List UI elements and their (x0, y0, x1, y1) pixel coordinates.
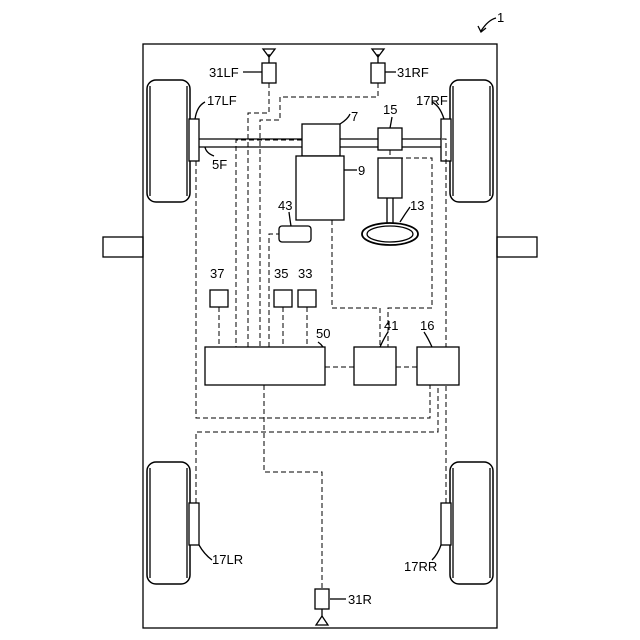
label-9: 9 (358, 163, 365, 178)
transmission-block (296, 156, 344, 220)
engine-block (302, 124, 340, 156)
sensor-31rf (371, 49, 385, 83)
sensor-31r (315, 589, 329, 625)
tire-front-right (450, 80, 493, 202)
label-17lf: 17LF (207, 93, 237, 108)
wheel-sensor-front-left (189, 119, 199, 161)
left-mirror (103, 237, 143, 257)
sensor-31lf (262, 49, 276, 83)
label-17rr: 17RR (404, 559, 437, 574)
right-mirror (497, 237, 537, 257)
label-43: 43 (278, 198, 292, 213)
unit-16-block (417, 347, 459, 385)
label-17rf: 17RF (416, 93, 448, 108)
steering-wheel-inner (367, 226, 413, 242)
label-16: 16 (420, 318, 434, 333)
label-35: 35 (274, 266, 288, 281)
label-13: 13 (410, 198, 424, 213)
wheel-sensor-rear-left (189, 503, 199, 545)
controller-50-block (205, 347, 325, 385)
figure-number: 1 (497, 10, 504, 25)
label-37: 37 (210, 266, 224, 281)
steering-actuator-block (378, 128, 402, 150)
figure-reference: 1 (478, 10, 504, 32)
label-17lr: 17LR (212, 552, 243, 567)
label-5f: 5F (212, 157, 227, 172)
unit-37-block (210, 290, 228, 307)
unit-35-block (274, 290, 292, 307)
label-41: 41 (384, 318, 398, 333)
tire-rear-left (147, 462, 190, 584)
label-31r: 31R (348, 592, 372, 607)
label-50: 50 (316, 326, 330, 341)
unit-43-block (279, 226, 311, 242)
unit-33-block (298, 290, 316, 307)
figure-leader (481, 18, 496, 31)
label-15: 15 (383, 102, 397, 117)
wheel-sensor-rear-right (441, 503, 451, 545)
unit-41-block (354, 347, 396, 385)
label-31lf: 31LF (209, 65, 239, 80)
tire-rear-right (450, 462, 493, 584)
label-31rf: 31RF (397, 65, 429, 80)
tire-front-left (147, 80, 190, 202)
label-7: 7 (351, 109, 358, 124)
steering-column-block (378, 158, 402, 198)
label-33: 33 (298, 266, 312, 281)
